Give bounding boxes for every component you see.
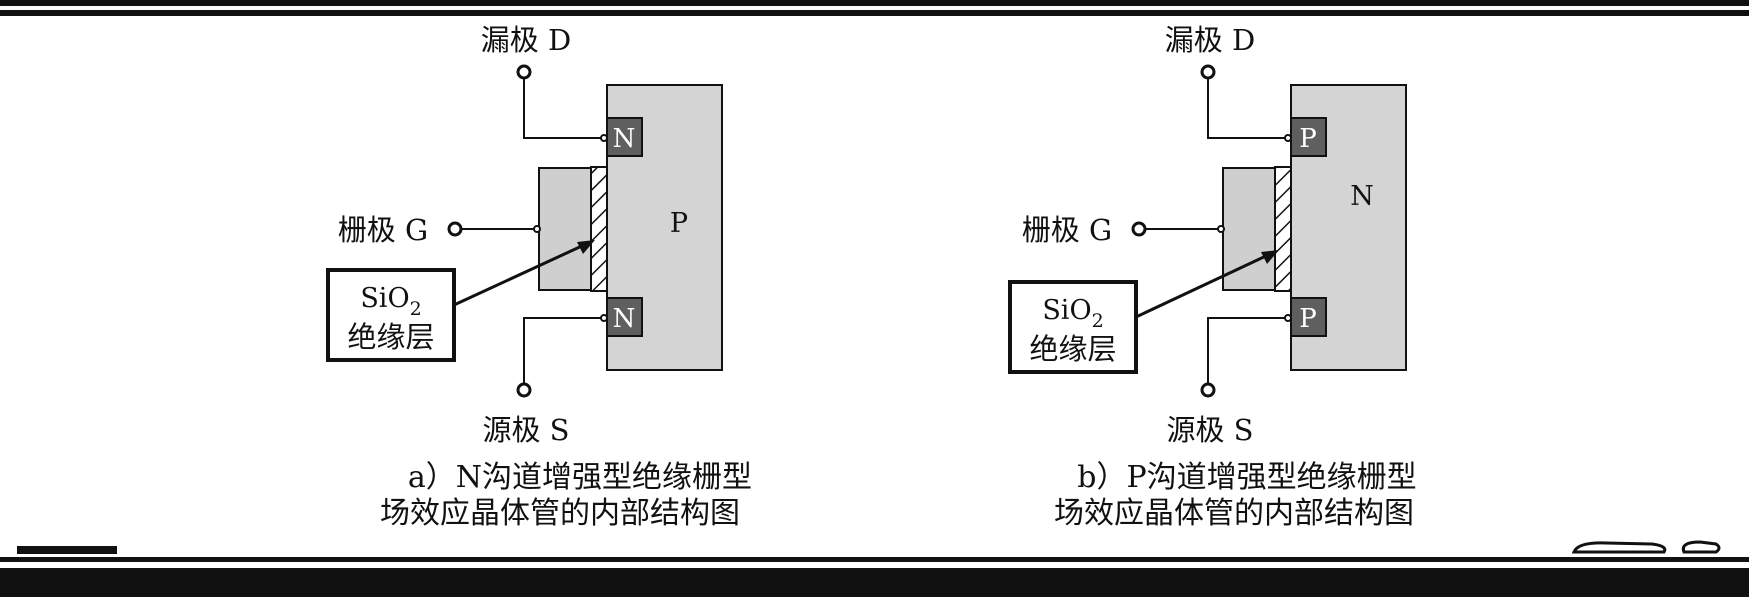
oxide-layer xyxy=(590,166,608,292)
gate-lead xyxy=(447,221,541,237)
gate-label: 栅极 G xyxy=(1022,213,1112,247)
caption-line-2: 场效应晶体管的内部结构图 xyxy=(1054,496,1414,531)
drain-label: 漏极 D xyxy=(481,23,571,57)
substrate-label: N xyxy=(1350,181,1374,212)
drain-region-label: P xyxy=(1299,124,1317,154)
substrate-label: P xyxy=(670,208,688,239)
drain-region xyxy=(1290,117,1327,157)
page-corner-mark xyxy=(1571,540,1721,554)
insulator-callout-box xyxy=(1008,280,1138,374)
source-label: 源极 S xyxy=(1166,413,1253,447)
caption-line-1: b）P沟道增强型绝缘栅型 xyxy=(1077,460,1416,495)
source-region xyxy=(606,297,643,337)
diagram-b: N P P 漏极 D 栅极 G 源极 S SiO2 绝缘层 xyxy=(1008,23,1417,531)
drain-lead xyxy=(516,64,608,142)
drain-region-label: N xyxy=(613,124,636,154)
insulator-pointer-arrow xyxy=(453,240,595,307)
insulator-callout-box xyxy=(326,268,456,362)
caption-line-2: 场效应晶体管的内部结构图 xyxy=(380,496,740,531)
insulator-callout-top: SiO2 xyxy=(1042,295,1103,332)
source-label: 源极 S xyxy=(482,413,569,447)
top-border xyxy=(0,0,1749,16)
diagram-a: P N N 漏极 D 栅极 G 源极 S xyxy=(326,23,752,531)
drain-region xyxy=(606,117,643,157)
source-lead xyxy=(1200,314,1292,398)
caption-line-1: a）N沟道增强型绝缘栅型 xyxy=(408,460,752,495)
source-region-label: N xyxy=(613,304,636,334)
drain-label: 漏极 D xyxy=(1165,23,1255,57)
source-lead xyxy=(516,314,608,398)
insulator-callout-bottom: 绝缘层 xyxy=(347,320,434,354)
bottom-border xyxy=(0,546,1749,597)
source-region-label: P xyxy=(1299,304,1317,334)
gate-lead xyxy=(1131,221,1225,237)
gate-label: 栅极 G xyxy=(338,213,428,247)
drain-lead xyxy=(1200,64,1292,142)
oxide-layer xyxy=(1274,166,1292,292)
gate-electrode xyxy=(1222,167,1276,291)
insulator-pointer-arrow xyxy=(1135,250,1279,319)
insulator-callout-top: SiO2 xyxy=(360,283,421,320)
gate-electrode xyxy=(538,167,592,291)
insulator-callout-bottom: 绝缘层 xyxy=(1029,332,1116,366)
